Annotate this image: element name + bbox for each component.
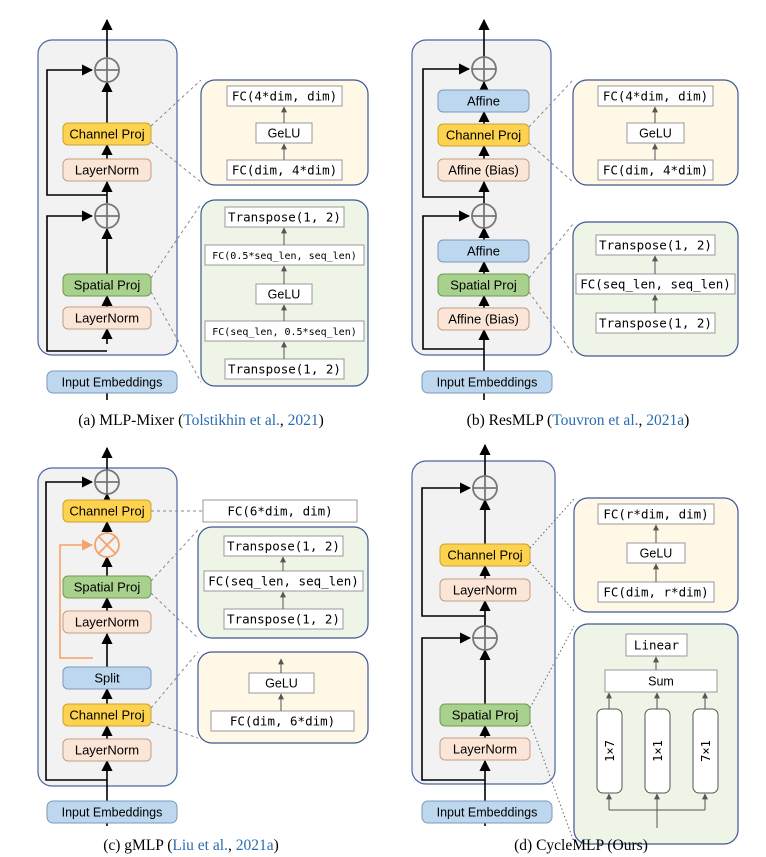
layernorm-label: LayerNorm xyxy=(453,742,517,757)
add-icon xyxy=(94,57,120,83)
caption-b: (b) ResMLP (Touvron et al., 2021a) xyxy=(467,412,690,429)
kernel-label: 1×1 xyxy=(651,740,665,762)
add-icon xyxy=(94,203,120,229)
add-icon xyxy=(472,475,498,501)
fc-label: FC(seq_len, seq_len) xyxy=(208,574,359,589)
add-icon xyxy=(472,625,498,651)
fc-label: FC(4*dim, dim) xyxy=(232,89,337,104)
kernel-label: 1×7 xyxy=(603,740,617,762)
spatial-proj-label: Spatial Proj xyxy=(450,278,517,293)
affine-bias-label: Affine (Bias) xyxy=(448,312,519,327)
layernorm-label: LayerNorm xyxy=(453,583,517,598)
channel-proj-label: Channel Proj xyxy=(446,128,521,143)
layernorm-label: LayerNorm xyxy=(75,615,139,630)
panel-d: Channel Proj LayerNorm Spatial Proj Laye… xyxy=(411,443,739,854)
sum-label: Sum xyxy=(648,675,674,689)
layernorm-label: LayerNorm xyxy=(75,163,139,178)
transpose-label: Transpose(1, 2) xyxy=(228,362,341,377)
transpose-label: Transpose(1, 2) xyxy=(227,612,340,627)
transpose-label: Transpose(1, 2) xyxy=(599,238,712,253)
spatial-proj-label: Spatial Proj xyxy=(74,580,141,595)
channel-proj-label: Channel Proj xyxy=(447,548,522,563)
gelu-label: GeLU xyxy=(640,547,673,561)
channel-proj-label: Channel Proj xyxy=(69,708,144,723)
fc-label: FC(6*dim, dim) xyxy=(227,504,332,519)
gelu-label: GeLU xyxy=(268,127,301,141)
fc-label: FC(dim, 4*dim) xyxy=(603,163,708,178)
input-embeddings-label: Input Embeddings xyxy=(62,806,163,820)
input-embeddings-label: Input Embeddings xyxy=(62,376,163,390)
spatial-proj-label: Spatial Proj xyxy=(74,278,141,293)
layernorm-label: LayerNorm xyxy=(75,743,139,758)
channel-proj-label: Channel Proj xyxy=(69,504,144,519)
fc-label: FC(seq_len, seq_len) xyxy=(580,277,731,292)
spatial-proj-label: Spatial Proj xyxy=(452,708,519,723)
fc-label: FC(dim, 6*dim) xyxy=(230,714,335,729)
add-icon xyxy=(94,469,120,495)
block-panel-d xyxy=(411,460,556,785)
panel-b: Affine Channel Proj Affine (Bias) Affine… xyxy=(411,18,739,429)
fc-label: FC(dim, 4*dim) xyxy=(232,163,337,178)
transpose-label: Transpose(1, 2) xyxy=(227,539,340,554)
panel-a: Channel Proj LayerNorm Spatial Proj Laye… xyxy=(37,18,369,429)
gelu-label: GeLU xyxy=(268,288,301,302)
multiply-icon xyxy=(94,532,120,558)
split-label: Split xyxy=(94,671,120,686)
transpose-label: Transpose(1, 2) xyxy=(228,210,341,225)
fc-label: FC(0.5*seq_len, seq_len) xyxy=(212,251,357,262)
caption-c: (c) gMLP (Liu et al., 2021a) xyxy=(103,837,279,854)
add-icon xyxy=(471,56,497,82)
affine-label: Affine xyxy=(467,244,500,259)
gelu-label: GeLU xyxy=(639,127,672,141)
caption-d: (d) CycleMLP (Ours) xyxy=(514,837,648,854)
input-embeddings-label: Input Embeddings xyxy=(437,376,538,390)
fc-label: FC(r*dim, dim) xyxy=(603,507,708,522)
fc-label: FC(seq_len, 0.5*seq_len) xyxy=(212,327,357,338)
channel-proj-label: Channel Proj xyxy=(69,127,144,142)
affine-bias-label: Affine (Bias) xyxy=(448,163,519,178)
affine-label: Affine xyxy=(467,94,500,109)
linear-label: Linear xyxy=(634,638,680,653)
caption-a: (a) MLP-Mixer (Tolstikhin et al., 2021) xyxy=(78,412,324,429)
add-icon xyxy=(471,203,497,229)
layernorm-label: LayerNorm xyxy=(75,311,139,326)
input-embeddings-label: Input Embeddings xyxy=(437,806,538,820)
kernel-label: 7×1 xyxy=(699,740,713,762)
fc-label: FC(4*dim, dim) xyxy=(603,89,708,104)
gelu-label: GeLU xyxy=(265,677,298,691)
fc-label: FC(dim, r*dim) xyxy=(603,585,708,600)
transpose-label: Transpose(1, 2) xyxy=(599,316,712,331)
panel-c: Channel Proj Spatial Proj LayerNorm Spli… xyxy=(37,446,369,854)
